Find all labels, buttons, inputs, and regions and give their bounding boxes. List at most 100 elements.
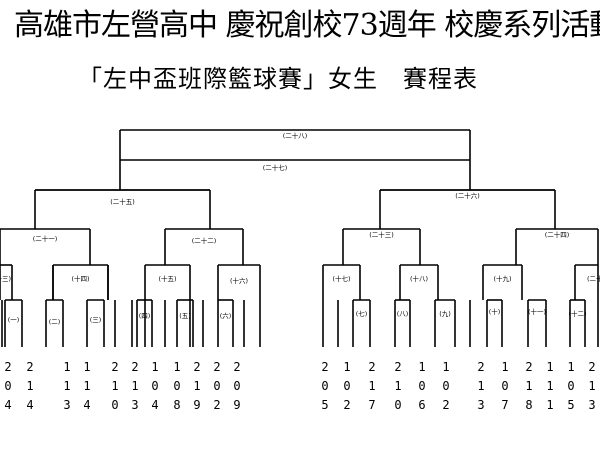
- game-label: (二十六): [455, 191, 480, 200]
- team-code-digit: 0: [111, 398, 118, 412]
- team-code-digit: 0: [173, 379, 180, 393]
- team-code-digit: 1: [418, 360, 425, 374]
- team-code-digit: 1: [501, 360, 508, 374]
- team-code-digit: 0: [418, 379, 425, 393]
- team-code-digit: 0: [151, 379, 158, 393]
- team-code-digit: 2: [321, 360, 328, 374]
- team-code-digit: 2: [213, 398, 220, 412]
- team-code-digit: 1: [131, 379, 138, 393]
- team-code-digit: 0: [213, 379, 220, 393]
- game-label: (十): [489, 307, 501, 316]
- team-code: 2 1 3: [477, 360, 484, 412]
- team-code-digit: 0: [394, 398, 401, 412]
- game-label: (十一): [528, 307, 546, 316]
- team-code: 2 0 5: [321, 360, 328, 412]
- page-title: 高雄市左營高中 慶祝創校73週年 校慶系列活動: [14, 8, 600, 43]
- game-label: (二十二): [192, 236, 217, 245]
- team-code: 1 0 5: [567, 360, 574, 412]
- team-code-digit: 0: [567, 379, 574, 393]
- game-label: (二十五): [110, 197, 135, 206]
- team-code-digit: 2: [368, 360, 375, 374]
- team-code-digit: 1: [394, 379, 401, 393]
- team-code-digit: 2: [442, 398, 449, 412]
- game-label: (十七): [332, 274, 350, 283]
- team-code-digit: 4: [151, 398, 158, 412]
- team-code-digit: 1: [173, 360, 180, 374]
- game-label: (八): [397, 310, 409, 318]
- team-code-digit: 1: [477, 379, 484, 393]
- game-label: (十三): [0, 274, 11, 283]
- team-code-digit: 2: [477, 360, 484, 374]
- team-code-digit: 0: [343, 379, 350, 393]
- team-code-digit: 1: [567, 360, 574, 374]
- team-code: 214: [26, 360, 33, 412]
- team-code-digit: 1: [63, 360, 70, 374]
- team-code: 102: [343, 360, 350, 412]
- game-label: (三): [90, 316, 102, 324]
- team-code: 204: [4, 360, 11, 412]
- team-codes: 2042141131142102131041082192022092051022…: [4, 360, 595, 412]
- game-label: (十八): [410, 274, 428, 283]
- team-code-digit: 0: [321, 379, 328, 393]
- team-code-digit: 4: [4, 398, 11, 412]
- game-label: (五): [179, 312, 191, 320]
- team-code-digit: 3: [588, 398, 595, 412]
- team-code: 1 0 7: [501, 360, 508, 412]
- team-code-digit: 2: [394, 360, 401, 374]
- game-labels: (二十八)(二十七)(二十五)(二十一)(二十二)(十三)(十四)(十五)(十六…: [0, 131, 600, 326]
- team-code-digit: 2: [26, 360, 33, 374]
- team-code-digit: 2: [343, 398, 350, 412]
- team-code: 219: [193, 360, 200, 412]
- team-code-digit: 5: [567, 398, 574, 412]
- team-code-digit: 2: [213, 360, 220, 374]
- team-code-digit: 1: [83, 360, 90, 374]
- game-label: (二十七): [263, 163, 288, 172]
- team-code: 217: [368, 360, 375, 412]
- team-code: 111: [546, 360, 553, 412]
- team-code-digit: 1: [83, 379, 90, 393]
- team-code-digit: 8: [173, 398, 180, 412]
- team-code: 1 1 4: [83, 360, 90, 412]
- team-code: 113: [63, 360, 70, 412]
- game-label: (一): [8, 316, 20, 324]
- game-label: (六): [220, 311, 232, 320]
- team-code-digit: 1: [193, 379, 200, 393]
- team-code-digit: 1: [111, 379, 118, 393]
- game-label: (十九): [493, 274, 511, 283]
- team-code: 1 0 6: [418, 360, 425, 412]
- team-code: 2 0 2: [213, 360, 220, 412]
- game-label: (二十三): [369, 230, 394, 239]
- game-label: (七): [356, 309, 368, 318]
- team-code-digit: 8: [525, 398, 532, 412]
- team-code-digit: 4: [83, 398, 90, 412]
- team-code-digit: 1: [588, 379, 595, 393]
- team-code-digit: 0: [233, 379, 240, 393]
- team-code-digit: 2: [525, 360, 532, 374]
- team-code-digit: 1: [525, 379, 532, 393]
- game-label: (二十四): [545, 230, 570, 239]
- team-code: 2 1 0: [394, 360, 401, 412]
- team-code-digit: 4: [26, 398, 33, 412]
- team-code-digit: 2: [193, 360, 200, 374]
- game-label: (二十八): [283, 131, 308, 140]
- team-code-digit: 7: [368, 398, 375, 412]
- game-label: (十四): [71, 274, 89, 283]
- bracket-lines: [0, 129, 599, 347]
- game-label: (十二): [568, 309, 586, 318]
- team-code-digit: 3: [131, 398, 138, 412]
- team-code-digit: 1: [63, 379, 70, 393]
- team-code-digit: 6: [418, 398, 425, 412]
- team-code-digit: 2: [131, 360, 138, 374]
- team-code-digit: 5: [321, 398, 328, 412]
- game-label: (二十一): [33, 234, 58, 243]
- game-label: (二十): [587, 274, 600, 283]
- team-code: 2 1 3: [131, 360, 138, 412]
- team-code-digit: 0: [501, 379, 508, 393]
- team-code-digit: 1: [546, 379, 553, 393]
- team-code: 210: [111, 360, 118, 412]
- team-code: 209: [233, 360, 240, 412]
- team-code-digit: 7: [501, 398, 508, 412]
- team-code-digit: 3: [477, 398, 484, 412]
- team-code: 2 1 8: [525, 360, 532, 412]
